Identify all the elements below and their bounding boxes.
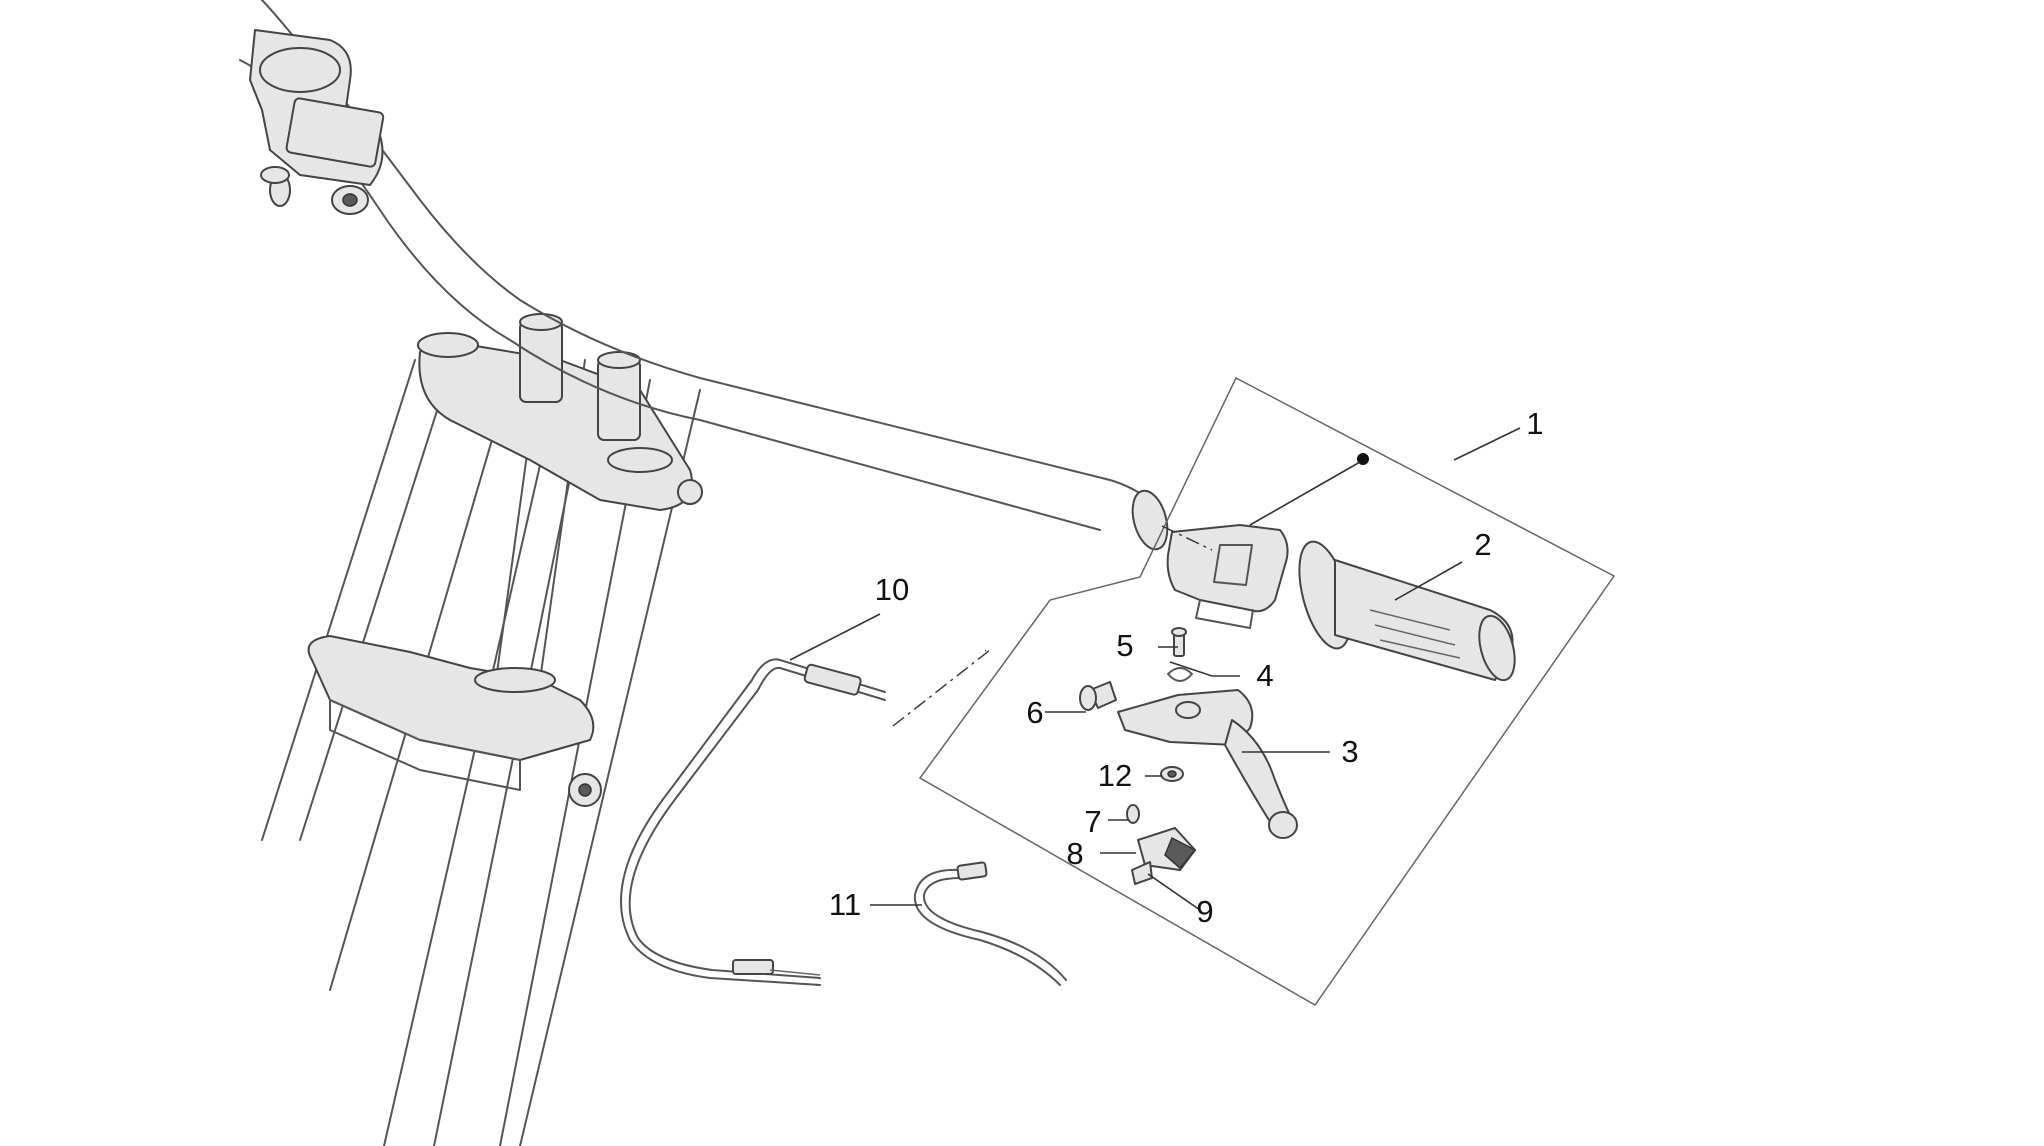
front-fork: [261, 359, 701, 1146]
callout-6: 6: [1026, 695, 1043, 730]
assembly-path-handlebar: [1161, 525, 1213, 551]
lower-triple-clamp: [307, 635, 602, 807]
lever-nut: [1160, 766, 1184, 782]
clutch-cable: [620, 658, 886, 986]
upper-triple-clamp: [417, 313, 703, 511]
clutch-assembly-boundary: [918, 376, 1616, 1006]
callout-12: 12: [1098, 758, 1132, 793]
lever-bracket: [1166, 453, 1369, 629]
leader-lines: [789, 427, 1521, 911]
callout-3: 3: [1341, 734, 1358, 769]
hot-start-cable: [913, 861, 1067, 986]
hot-start-lever: [1126, 804, 1197, 885]
cable-adjuster: [1079, 681, 1117, 711]
callout-7: 7: [1084, 804, 1101, 839]
callout-1: 1: [1526, 406, 1543, 441]
lever-spring: [1167, 667, 1193, 682]
callout-5: 5: [1116, 628, 1133, 663]
lever-pivot-bolt: [1171, 627, 1187, 657]
assembly-path-cable: [892, 649, 991, 727]
clutch-lever: [1117, 689, 1298, 839]
callout-9: 9: [1196, 894, 1213, 929]
callout-8: 8: [1066, 836, 1083, 871]
callout-11: 11: [829, 887, 861, 922]
left-master-cylinder: [249, 29, 385, 215]
callout-4: 4: [1256, 658, 1273, 693]
callout-labels: 1 2 3 4 5 6 7 8 9 10 11 12: [829, 406, 1544, 929]
callout-2: 2: [1474, 527, 1491, 562]
callout-10: 10: [875, 572, 909, 607]
handlebar-grip: [1298, 540, 1516, 682]
